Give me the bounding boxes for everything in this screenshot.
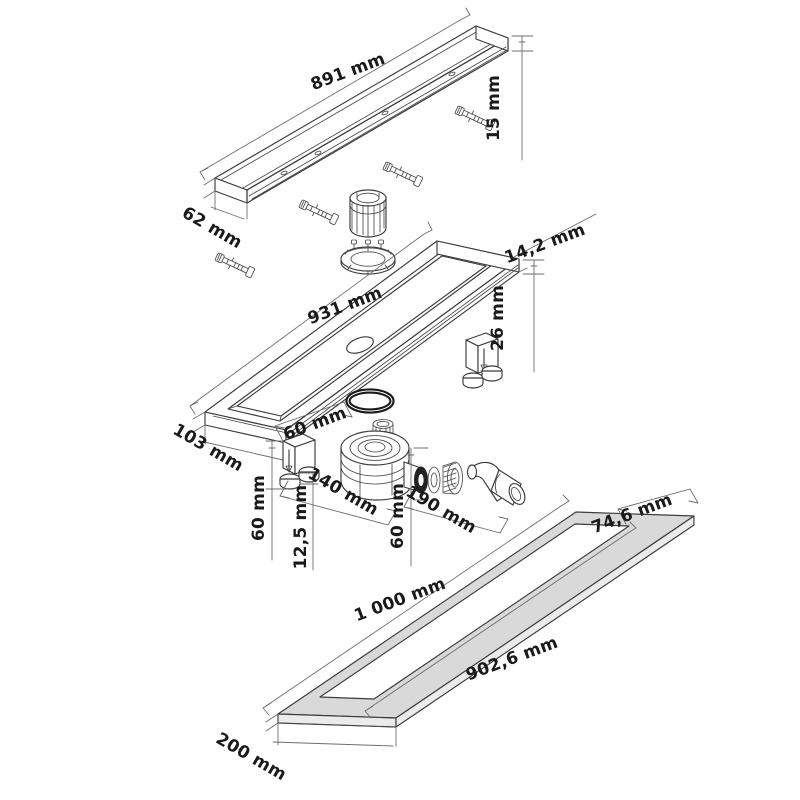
- screw-set: [214, 105, 495, 279]
- outlet-elbow: [466, 461, 526, 506]
- dimension-label-siphon-height: 60 mm: [388, 483, 408, 549]
- dim-line-flange-width: [507, 213, 597, 273]
- dim-line-plate-edge-offset: [617, 488, 699, 525]
- dim-line-channel-height: [522, 259, 545, 373]
- foot-bracket-left: [279, 433, 320, 490]
- foot-bracket-right: [462, 332, 503, 389]
- dim-line-siphon-height: [407, 447, 429, 567]
- o-ring: [345, 388, 395, 414]
- nut-collar: [442, 461, 463, 495]
- siphon-insert-cup: [349, 189, 387, 238]
- dimension-label-channel-height: 26 mm: [488, 285, 508, 351]
- gasket-disc: [427, 466, 441, 494]
- dim-line-bracket-spacing: [274, 401, 353, 442]
- cover-grate: [214, 25, 509, 204]
- dim-line-channel-length: [189, 221, 433, 415]
- dim-line-plate-width: [265, 713, 397, 747]
- channel-body: [204, 240, 520, 444]
- dim-line-cover-width: [203, 177, 248, 220]
- dim-line-cover-height: [511, 35, 534, 161]
- dimension-label-cover-height: 15 mm: [484, 75, 504, 141]
- dimension-label-foot-height: 12,5 mm: [291, 485, 311, 570]
- dim-line-cover-length: [199, 7, 471, 181]
- dim-line-outlet-length: [403, 491, 509, 534]
- dimension-label-bracket-height: 60 mm: [249, 475, 269, 541]
- dim-line-siphon-width: [279, 480, 397, 526]
- dim-line-plate-length: [262, 494, 570, 716]
- dim-line-foot-height: [299, 472, 319, 571]
- floor-plate: [277, 511, 695, 728]
- dim-line-plate-slot-length: [364, 521, 637, 719]
- dim-line-bracket-height: [265, 440, 289, 561]
- siphon-body: [340, 430, 428, 501]
